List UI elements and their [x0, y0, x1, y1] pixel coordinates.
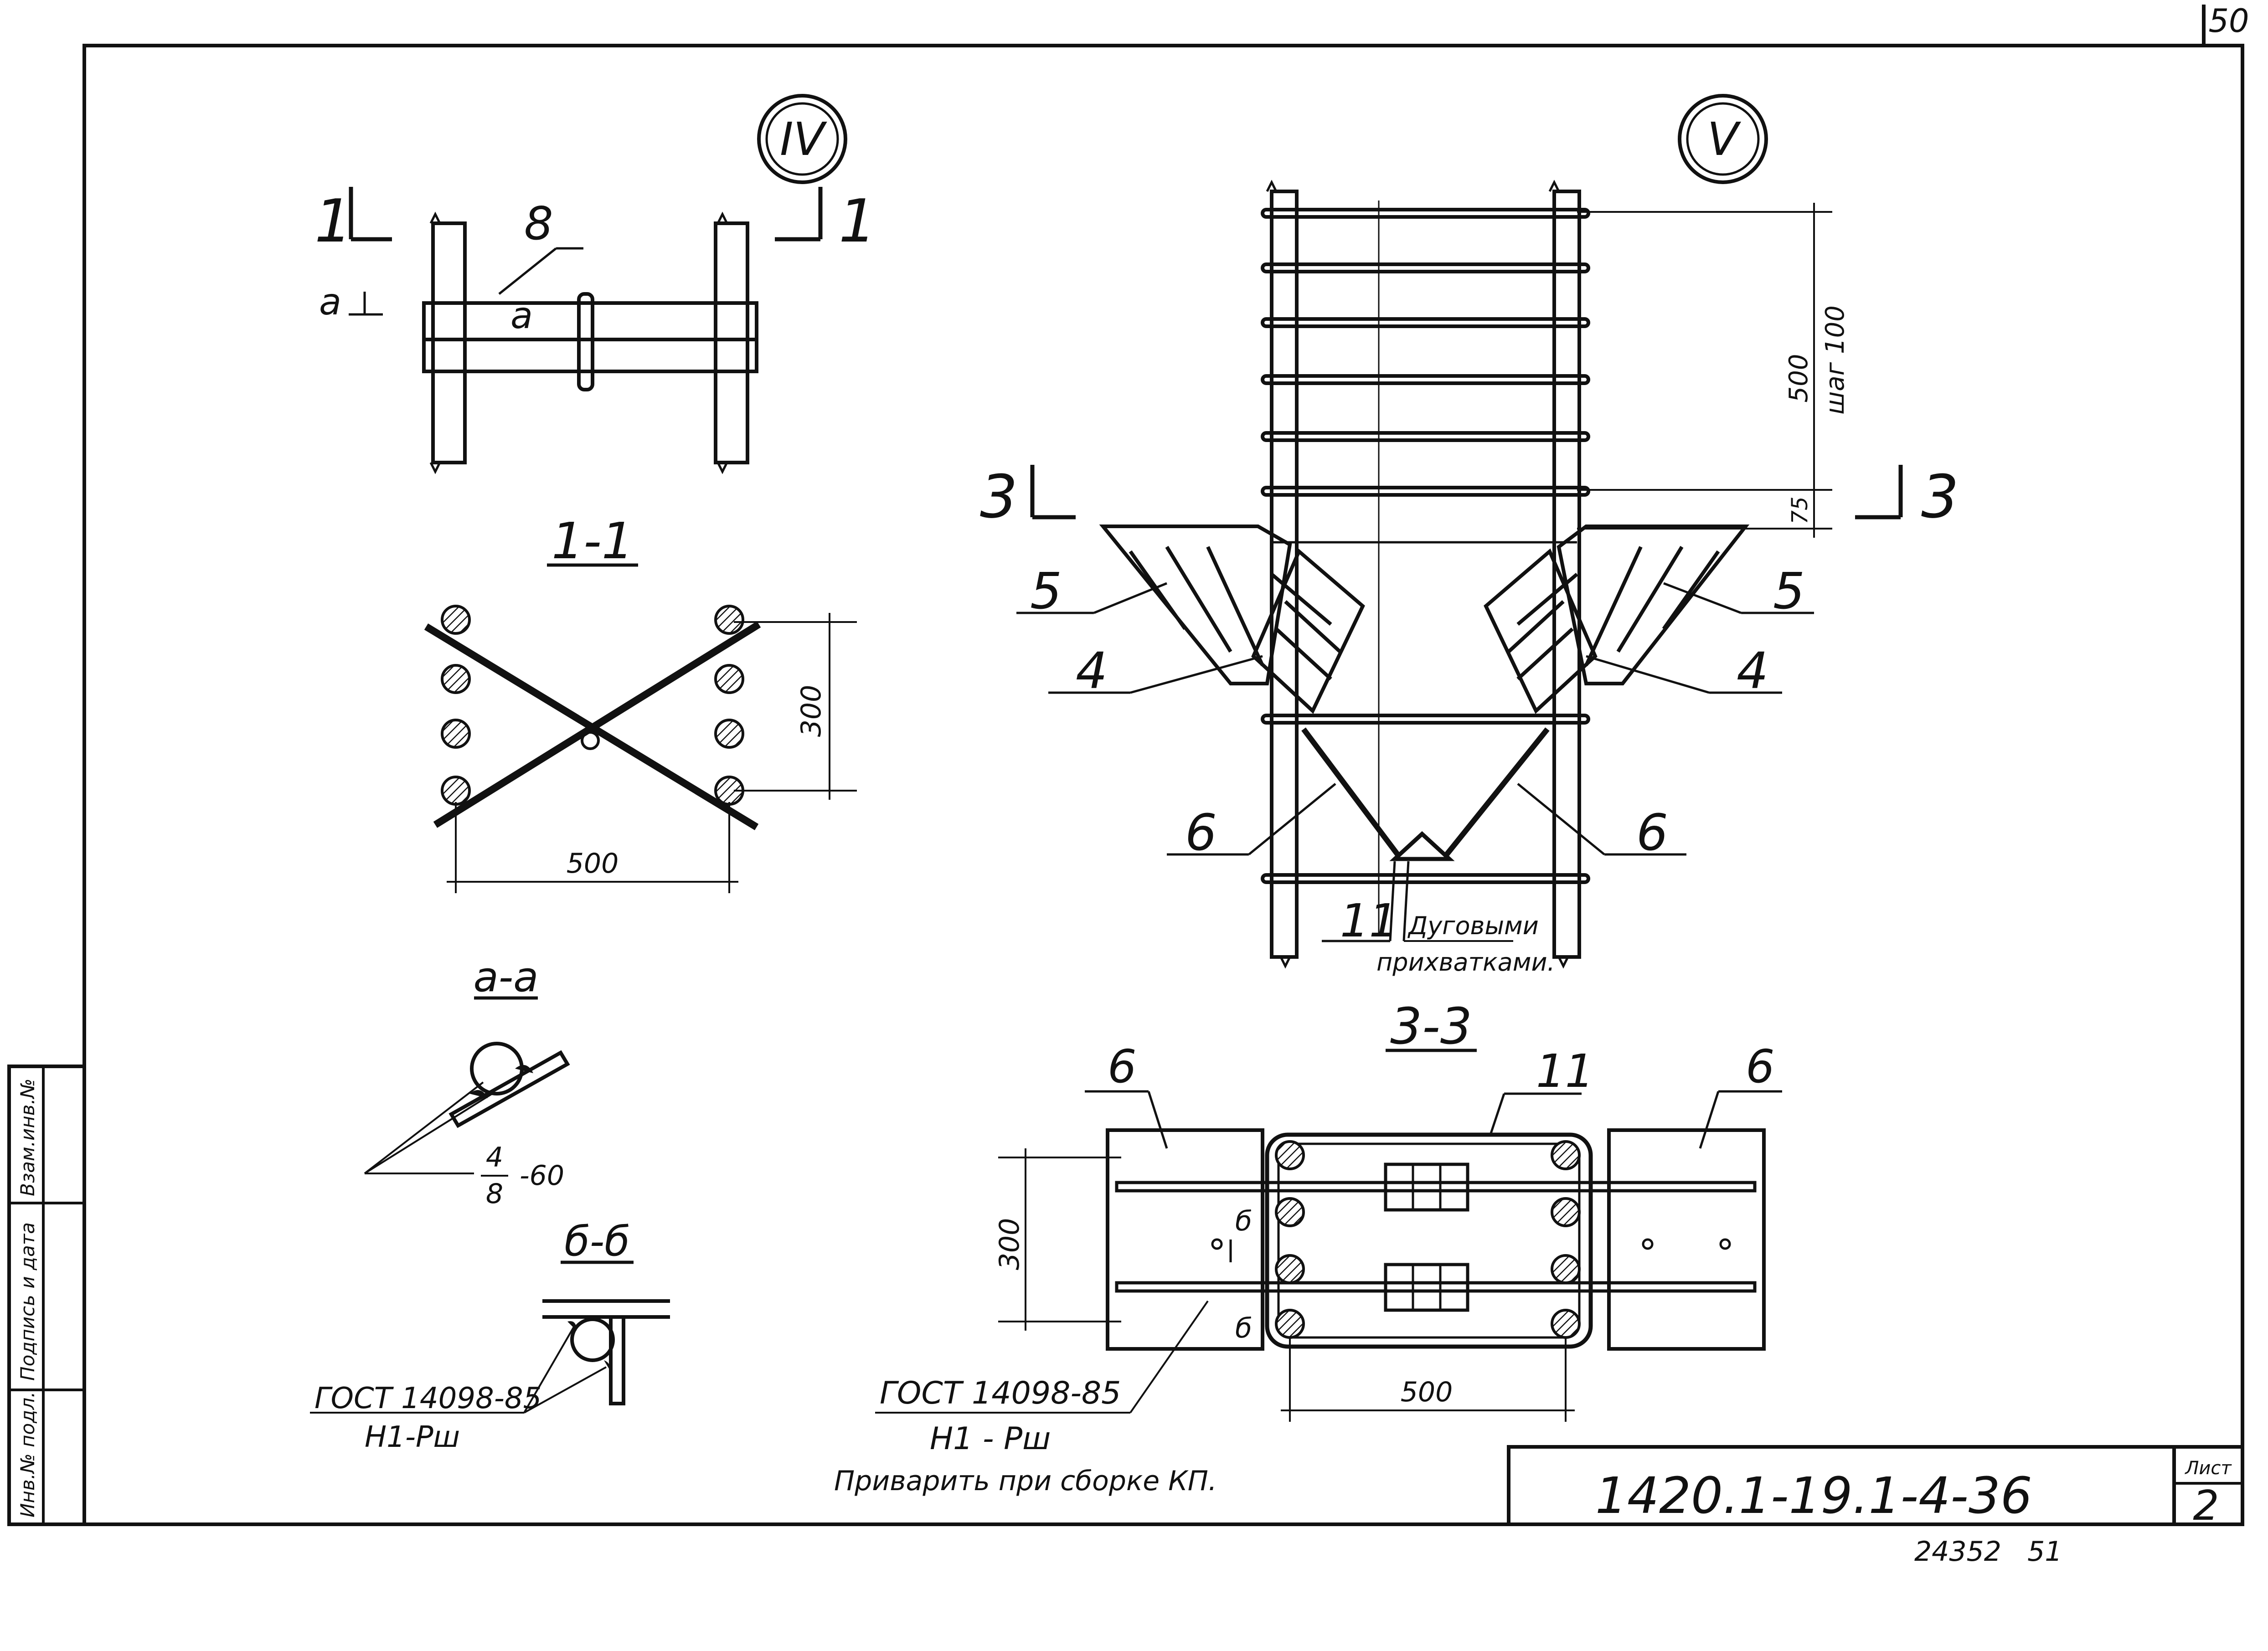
dim-75-v: 75 — [1787, 496, 1813, 524]
section-a-label: а — [510, 294, 533, 337]
weld-den: 8 — [486, 1178, 503, 1210]
node-v: V — [834, 94, 1959, 1497]
section-3-left: 3 — [980, 462, 1018, 531]
label-11: 11 — [1340, 894, 1398, 947]
node-iv-marker-label: IV — [780, 113, 827, 166]
section-b-b-title: б-б — [564, 1218, 629, 1265]
section-1-1: 1-1 300 500 — [424, 512, 857, 893]
section-a-side: а — [319, 281, 341, 323]
label-6-right-33: 6 — [1746, 1040, 1775, 1093]
label-6-left-33: 6 — [1108, 1040, 1137, 1093]
section-b-mark-top: б — [1235, 1205, 1252, 1237]
corner-page-number: 50 — [2208, 2, 2249, 40]
sheet-frame — [7, 5, 2244, 1526]
stamp-label-1: Инв.№ подл. — [16, 1392, 39, 1517]
stamp-label-3: Взам.инв.№ — [16, 1079, 39, 1196]
note-arc-tacks-2: прихватками. — [1376, 948, 1555, 977]
note-arc-tacks-1: Дуговыми — [1407, 911, 1539, 940]
dim-300-3-3: 300 — [994, 1218, 1026, 1270]
weld-length: -60 — [520, 1160, 564, 1192]
hoops — [1261, 208, 1590, 884]
gost-type-3-3: Н1 - Рш — [930, 1421, 1051, 1457]
gost-note-b-b: ГОСТ 14098-85 — [314, 1382, 541, 1415]
weld-assembly-note: Приварить при сборке КП. — [834, 1465, 1217, 1497]
callout-8: 8 — [524, 197, 553, 250]
dim-step-v: шаг 100 — [1820, 305, 1850, 415]
dim-300-1-1: 300 — [795, 685, 827, 737]
label-4-right: 4 — [1737, 642, 1768, 700]
node-iv-plan: 8 а а 1 1 — [314, 186, 876, 474]
gost-type-b-b: Н1-Рш — [365, 1420, 460, 1454]
dim-500-3-3: 500 — [1401, 1376, 1453, 1408]
node-v-marker-label: V — [1707, 113, 1742, 166]
section-a-a-title: а-а — [474, 953, 539, 1001]
section-3-3-title: 3-3 — [1390, 997, 1472, 1055]
node-v-marker: V — [1678, 94, 1768, 184]
label-11-33: 11 — [1536, 1044, 1594, 1098]
section-1-left: 1 — [314, 186, 352, 256]
section-1-right: 1 — [839, 186, 876, 256]
weld-num: 4 — [486, 1142, 503, 1173]
sheet-number: 2 — [2193, 1482, 2219, 1530]
node-v-elevation: 500 шаг 100 75 3 3 5 5 4 4 6 — [980, 180, 1959, 977]
label-6-right: 6 — [1636, 803, 1668, 862]
section-3-3: 3-3 б б — [834, 997, 1782, 1497]
dim-500-1-1: 500 — [567, 848, 619, 880]
sheet-label: Лист — [2184, 1458, 2232, 1479]
stamp-label-2: Подпись и дата — [16, 1222, 39, 1381]
document-code: 1420.1-19.1-4-36 — [1595, 1466, 2032, 1525]
gost-note-3-3: ГОСТ 14098-85 — [880, 1375, 1121, 1411]
section-1-1-title: 1-1 — [552, 512, 634, 570]
label-6-left: 6 — [1185, 803, 1217, 862]
label-5-left: 5 — [1030, 562, 1062, 620]
section-b-mark-bottom: б — [1235, 1312, 1252, 1344]
dim-500-v: 500 — [1784, 354, 1814, 403]
section-b-b: б-б ГОСТ 14098-85 Н1-Рш — [310, 1218, 670, 1454]
node-iv: IV 8 а а 1 1 1-1 — [310, 94, 876, 1454]
archive-numbers: 24352 51 — [1914, 1536, 2062, 1568]
node-iv-marker: IV — [757, 94, 847, 184]
label-5-right: 5 — [1773, 562, 1805, 620]
section-a-a: а-а 4 8 -60 — [364, 953, 570, 1210]
side-stamp: Инв.№ подл. Подпись и дата Взам.инв.№ — [16, 1079, 39, 1517]
label-4-left: 4 — [1076, 642, 1108, 700]
section-3-right: 3 — [1921, 462, 1959, 531]
